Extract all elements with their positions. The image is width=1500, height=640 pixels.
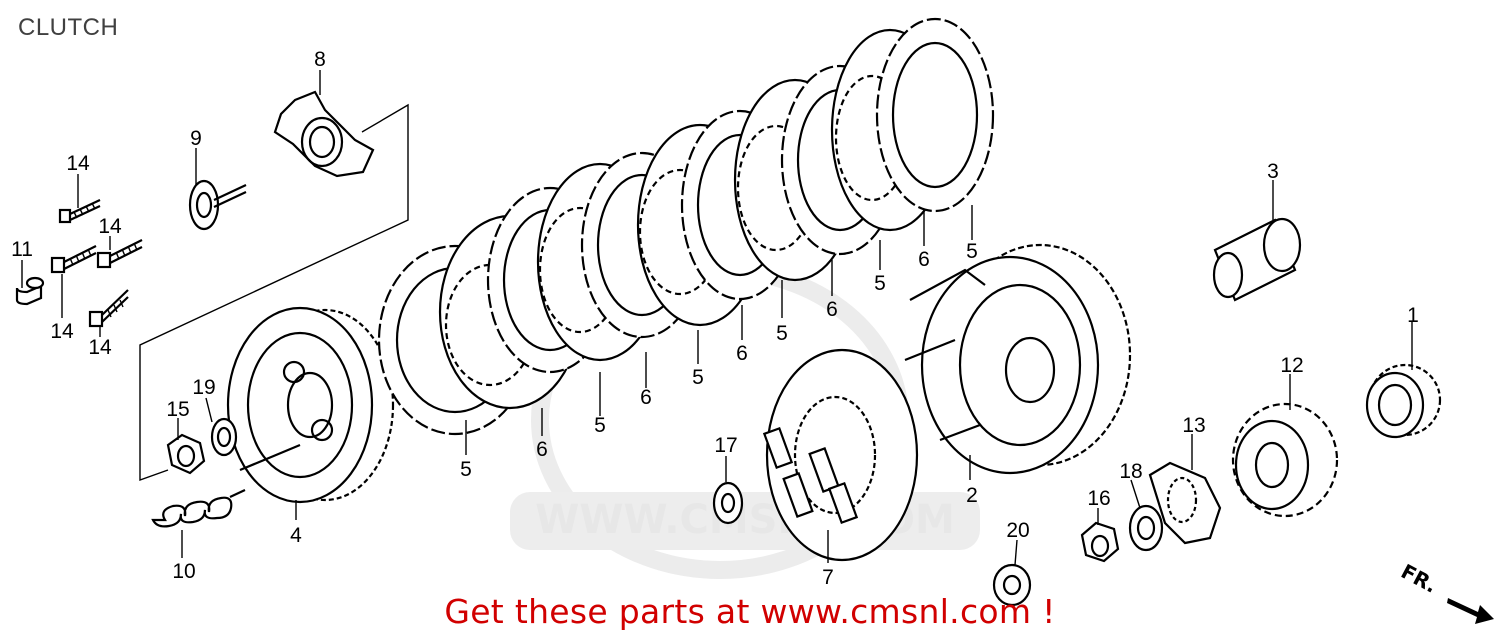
callout-7: 7 bbox=[822, 566, 834, 589]
callout-17: 17 bbox=[714, 434, 737, 457]
callout-14-c: 14 bbox=[50, 320, 74, 343]
callout-11: 11 bbox=[11, 238, 33, 261]
part-19-washer bbox=[210, 417, 238, 457]
callout-12: 12 bbox=[1280, 354, 1303, 377]
part-18-washer bbox=[1128, 504, 1164, 552]
part-9-bearing bbox=[188, 179, 247, 231]
callout-5-a: 5 bbox=[460, 458, 472, 481]
part-12-gear bbox=[1231, 402, 1339, 518]
part-3-guide-sleeve bbox=[1212, 217, 1302, 302]
callout-labels: 1 2 3 4 5 5 5 5 5 5 6 6 6 6 6 7 8 9 10 1… bbox=[11, 48, 1419, 589]
footer-banner[interactable]: Get these parts at www.cmsnl.com ! bbox=[444, 592, 1056, 631]
callout-10: 10 bbox=[172, 560, 195, 583]
callout-6-e: 6 bbox=[918, 248, 930, 271]
part-8-lifter-plate bbox=[273, 90, 375, 178]
callout-4: 4 bbox=[290, 524, 302, 547]
part-20-bearing bbox=[992, 563, 1032, 607]
callout-5-e: 5 bbox=[874, 272, 886, 295]
pin-11 bbox=[15, 276, 45, 306]
part-15-nut bbox=[166, 433, 206, 475]
callout-6-c: 6 bbox=[736, 342, 748, 365]
callout-14-b: 14 bbox=[98, 215, 122, 238]
front-arrow-icon bbox=[1447, 598, 1494, 624]
callout-18: 18 bbox=[1119, 460, 1142, 483]
callout-14-d: 14 bbox=[88, 336, 112, 359]
leader-lines bbox=[21, 70, 1413, 566]
callout-20: 20 bbox=[1006, 519, 1029, 542]
callout-6-b: 6 bbox=[640, 386, 652, 409]
callout-3: 3 bbox=[1267, 160, 1279, 183]
callout-6-a: 6 bbox=[536, 438, 548, 461]
part-4-primary-gear bbox=[226, 306, 395, 504]
part-16-nut bbox=[1080, 521, 1120, 563]
bolt-14-mid bbox=[96, 239, 143, 269]
callout-8: 8 bbox=[314, 48, 326, 71]
bolt-14-bottom bbox=[88, 289, 129, 328]
callout-15: 15 bbox=[166, 398, 189, 421]
page-title: CLUTCH bbox=[18, 14, 119, 41]
callout-9: 9 bbox=[190, 127, 202, 150]
part-13-thrust-washer bbox=[1148, 461, 1222, 545]
callout-14-a: 14 bbox=[66, 152, 90, 175]
assembly-outline bbox=[139, 103, 409, 481]
bolt-14-left bbox=[50, 245, 97, 274]
disc-5-sixth bbox=[875, 17, 995, 213]
part-2-clutch-outer bbox=[904, 243, 1132, 475]
callout-1: 1 bbox=[1407, 304, 1419, 327]
callout-5-f: 5 bbox=[966, 240, 978, 263]
callout-5-c: 5 bbox=[692, 366, 704, 389]
callout-5-b: 5 bbox=[594, 414, 606, 437]
part-7-pressure-plate bbox=[762, 348, 919, 562]
part-17-washer bbox=[712, 481, 744, 525]
callout-13: 13 bbox=[1182, 414, 1205, 437]
callout-6-d: 6 bbox=[826, 298, 838, 321]
callout-5-d: 5 bbox=[776, 322, 788, 345]
part-10-spring bbox=[151, 489, 246, 528]
bolt-14-top bbox=[58, 199, 101, 224]
callout-19: 19 bbox=[192, 376, 215, 399]
callout-2: 2 bbox=[966, 484, 978, 507]
part-1-needle-bearing bbox=[1365, 363, 1442, 439]
callout-16: 16 bbox=[1087, 487, 1110, 510]
